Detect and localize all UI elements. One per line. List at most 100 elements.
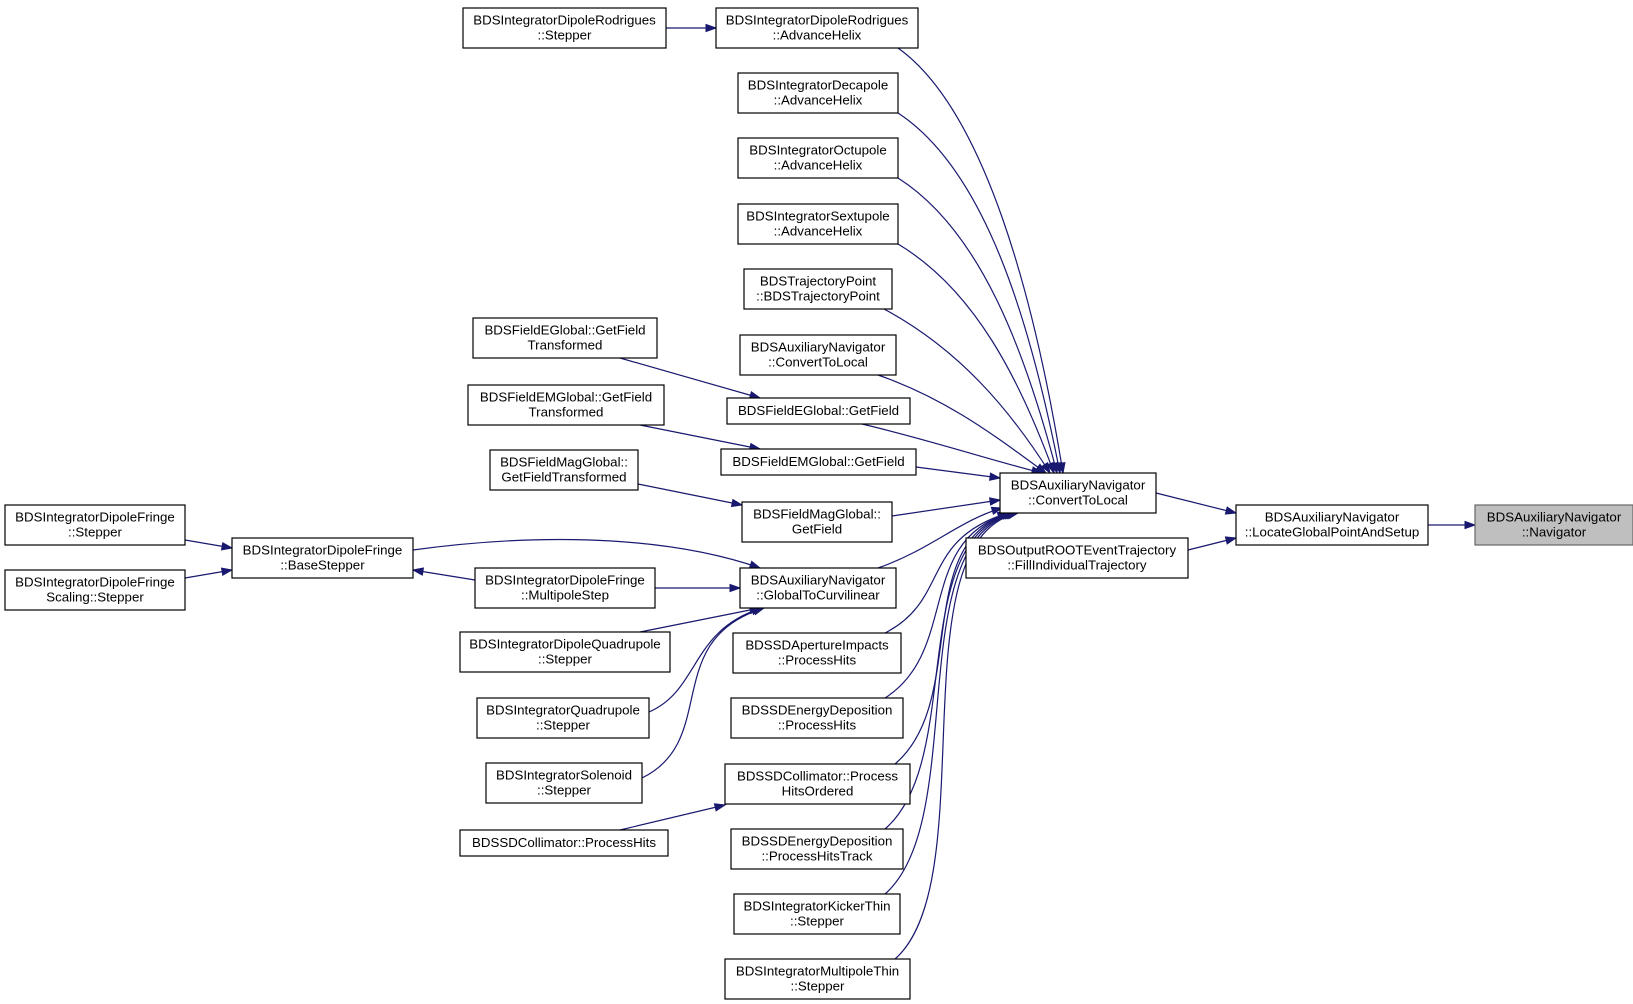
node-box [231, 537, 414, 579]
node-box [715, 7, 919, 49]
node-label-line: ::AdvanceHelix [773, 28, 862, 43]
node-box [739, 334, 897, 376]
node-label-line: ::Stepper [537, 783, 592, 798]
graph-node-maggetField[interactable]: BDSFieldMagGlobal::GetField [741, 501, 893, 543]
graph-node-fringeScaling[interactable]: BDSIntegratorDipoleFringeScaling::Steppe… [4, 569, 186, 611]
arrow-head-icon [730, 498, 744, 508]
node-label-line: BDSFieldEGlobal::GetField [484, 323, 645, 338]
node-box [732, 632, 902, 674]
graph-node-g2c[interactable]: BDSAuxiliaryNavigator::GlobalToCurviline… [739, 567, 897, 609]
graph-node-rodStepper[interactable]: BDSIntegratorDipoleRodrigues::Stepper [462, 7, 667, 49]
graph-node-locate[interactable]: BDSAuxiliaryNavigator::LocateGlobalPoint… [1235, 504, 1429, 546]
arrow-head-icon [748, 560, 762, 569]
arrow-head-icon [1046, 461, 1055, 475]
graph-node-collHits[interactable]: BDSSDCollimator::ProcessHits [459, 829, 669, 857]
node-box [739, 567, 897, 609]
edge-emgetfield-convert [915, 466, 1002, 481]
node-label-line: BDSOutputROOTEventTrajectory [978, 543, 1177, 558]
edge-line [897, 47, 1064, 474]
node-label-line: BDSIntegratorQuadrupole [486, 703, 640, 718]
graph-node-energyHits[interactable]: BDSSDEnergyDeposition::ProcessHits [730, 697, 904, 739]
node-label-line: ::ProcessHits [778, 653, 857, 668]
edge-sextupole-convert [897, 243, 1055, 475]
node-label-line: ::ConvertToLocal [768, 355, 868, 370]
edge-maggetfieldt-maggetfield [637, 483, 744, 508]
node-box [4, 569, 186, 611]
node-label-line: BDSSDCollimator::ProcessHits [472, 835, 656, 850]
graph-node-decapole[interactable]: BDSIntegratorDecapole::AdvanceHelix [737, 72, 899, 114]
edge-line [648, 607, 763, 713]
graph-node-sextupole[interactable]: BDSIntegratorSextupole::AdvanceHelix [737, 203, 899, 245]
graph-node-baseStepper[interactable]: BDSIntegratorDipoleFringe::BaseStepper [231, 537, 414, 579]
graph-node-dipQuad[interactable]: BDSIntegratorDipoleQuadrupole::Stepper [459, 631, 671, 673]
graph-node-rodAdvance[interactable]: BDSIntegratorDipoleRodrigues::AdvanceHel… [715, 7, 919, 49]
node-label-line: BDSIntegratorSextupole [746, 209, 889, 224]
node-label-line: ::ProcessHits [778, 718, 857, 733]
node-box [724, 763, 911, 805]
edge-line [619, 804, 726, 831]
graph-node-trajPoint[interactable]: BDSTrajectoryPoint::BDSTrajectoryPoint [743, 268, 893, 310]
edge-line [884, 512, 1009, 634]
graph-node-convert[interactable]: BDSAuxiliaryNavigator::ConvertToLocal [999, 472, 1157, 514]
graph-node-multipoleThin[interactable]: BDSIntegratorMultipoleThin::Stepper [724, 958, 911, 1000]
graph-node-apertureHits[interactable]: BDSSDApertureImpacts::ProcessHits [732, 632, 902, 674]
node-label-line: ::MultipoleStep [521, 588, 609, 603]
node-label-line: ::GlobalToCurvilinear [756, 588, 880, 603]
graph-node-energyTrack[interactable]: BDSSDEnergyDeposition::ProcessHitsTrack [730, 828, 904, 870]
node-label-line: Transformed [529, 405, 604, 420]
edge-line [897, 112, 1061, 474]
graph-node-egetField[interactable]: BDSFieldEGlobal::GetField [726, 397, 911, 425]
edge-multipolestep-basestepper [411, 567, 476, 581]
arrow-head-icon [990, 506, 1004, 516]
graph-node-navigator[interactable]: BDSAuxiliaryNavigator::Navigator [1474, 504, 1633, 546]
edge-convert-locate [1155, 492, 1238, 515]
node-label-line: BDSIntegratorDipoleRodrigues [726, 13, 909, 28]
graph-node-kickerThin[interactable]: BDSIntegratorKickerThin::Stepper [733, 893, 901, 935]
node-box [737, 203, 899, 245]
node-box [476, 697, 650, 739]
node-label-line: BDSIntegratorDipoleFringe [485, 573, 645, 588]
node-label-line: BDSIntegratorDipoleFringe [243, 543, 403, 558]
edge-line [1155, 492, 1237, 514]
edge-rodadvance-convert [897, 47, 1066, 475]
node-box [743, 268, 893, 310]
node-box [489, 449, 639, 491]
node-label-line: ::BDSTrajectoryPoint [756, 289, 880, 304]
graph-node-solenoid[interactable]: BDSIntegratorSolenoid::Stepper [485, 762, 643, 804]
edge-line [897, 243, 1055, 474]
graph-node-fringeStepper[interactable]: BDSIntegratorDipoleFringe::Stepper [4, 504, 186, 546]
edge-g2c-convert [877, 506, 1004, 569]
edge-decapole-convert [897, 112, 1063, 475]
node-label-line: BDSAuxiliaryNavigator [1265, 510, 1400, 525]
node-box [730, 828, 904, 870]
graph-node-quad[interactable]: BDSIntegratorQuadrupole::Stepper [476, 697, 650, 739]
edge-line [639, 424, 761, 450]
graph-node-emgetFieldT[interactable]: BDSFieldEMGlobal::GetFieldTransformed [467, 384, 665, 426]
arrow-head-icon [1224, 506, 1238, 515]
graph-node-multipoleStep[interactable]: BDSIntegratorDipoleFringe::MultipoleStep [474, 567, 656, 609]
edge-line [897, 177, 1058, 474]
graph-node-octupole[interactable]: BDSIntegratorOctupole::AdvanceHelix [737, 137, 899, 179]
graph-node-fillTraj[interactable]: BDSOutputROOTEventTrajectory::FillIndivi… [965, 537, 1189, 579]
node-label-line: BDSIntegratorDecapole [748, 78, 888, 93]
graph-node-emgetField[interactable]: BDSFieldEMGlobal::GetField [720, 448, 917, 476]
node-label-line: BDSFieldMagGlobal:: [753, 507, 881, 522]
node-box [726, 397, 911, 425]
graph-node-maggetFieldT[interactable]: BDSFieldMagGlobal::GetFieldTransformed [489, 449, 639, 491]
graph-node-egetFieldT[interactable]: BDSFieldEGlobal::GetFieldTransformed [472, 317, 658, 359]
node-label-line: BDSIntegratorMultipoleThin [736, 964, 899, 979]
arrow-head-icon [1040, 461, 1051, 475]
call-graph-nodes: BDSAuxiliaryNavigator::NavigatorBDSAuxil… [4, 7, 1633, 1000]
node-label-line: BDSIntegratorDipoleQuadrupole [469, 637, 660, 652]
edge-line [637, 483, 743, 506]
edge-line [891, 499, 1001, 517]
arrow-head-icon [1224, 536, 1238, 545]
node-label-line: BDSAuxiliaryNavigator [1487, 510, 1622, 525]
graph-node-convert2[interactable]: BDSAuxiliaryNavigator::ConvertToLocal [739, 334, 897, 376]
node-box [741, 501, 893, 543]
node-label-line: ::AdvanceHelix [774, 93, 863, 108]
node-label-line: BDSIntegratorDipoleRodrigues [473, 13, 656, 28]
edge-line [877, 374, 1047, 474]
